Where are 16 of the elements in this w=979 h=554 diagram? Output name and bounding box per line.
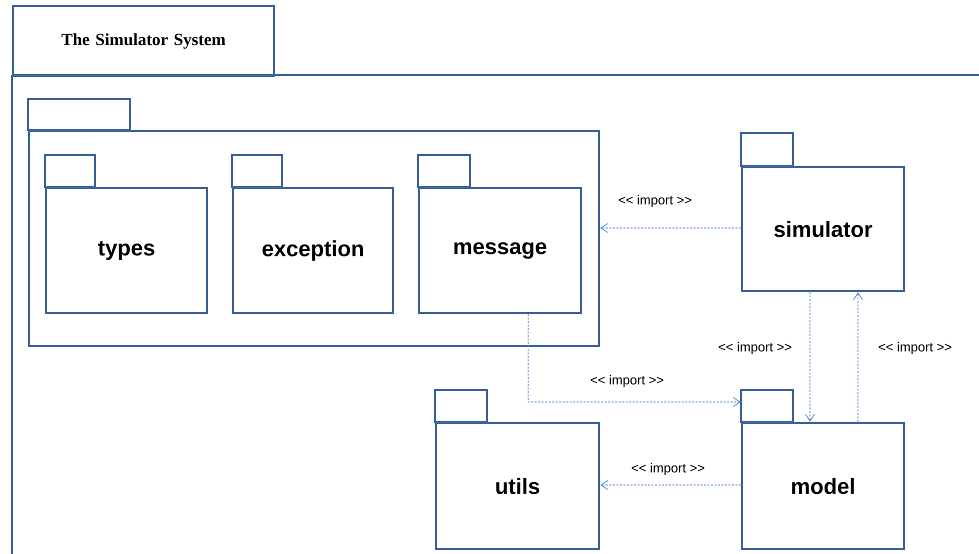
- package-box: exception: [231, 154, 394, 314]
- edge-label: << import >>: [632, 462, 704, 476]
- edge-label: << import >>: [718, 342, 792, 354]
- package-box: model: [740, 389, 905, 550]
- dependency-arrow: [805, 292, 815, 422]
- package-box: simulator: [740, 132, 905, 292]
- dependency-arrow: [600, 480, 742, 490]
- package-box: utils: [434, 389, 600, 550]
- package-box: message: [417, 154, 582, 314]
- dependency-arrow: [528, 314, 742, 407]
- edge-label: << import >>: [590, 374, 664, 388]
- edge-label: << import >>: [878, 342, 952, 354]
- package-box: types: [44, 154, 208, 314]
- edge-label: << import >>: [618, 194, 692, 208]
- dependency-arrow: [853, 292, 863, 422]
- dependency-arrow: [600, 223, 742, 233]
